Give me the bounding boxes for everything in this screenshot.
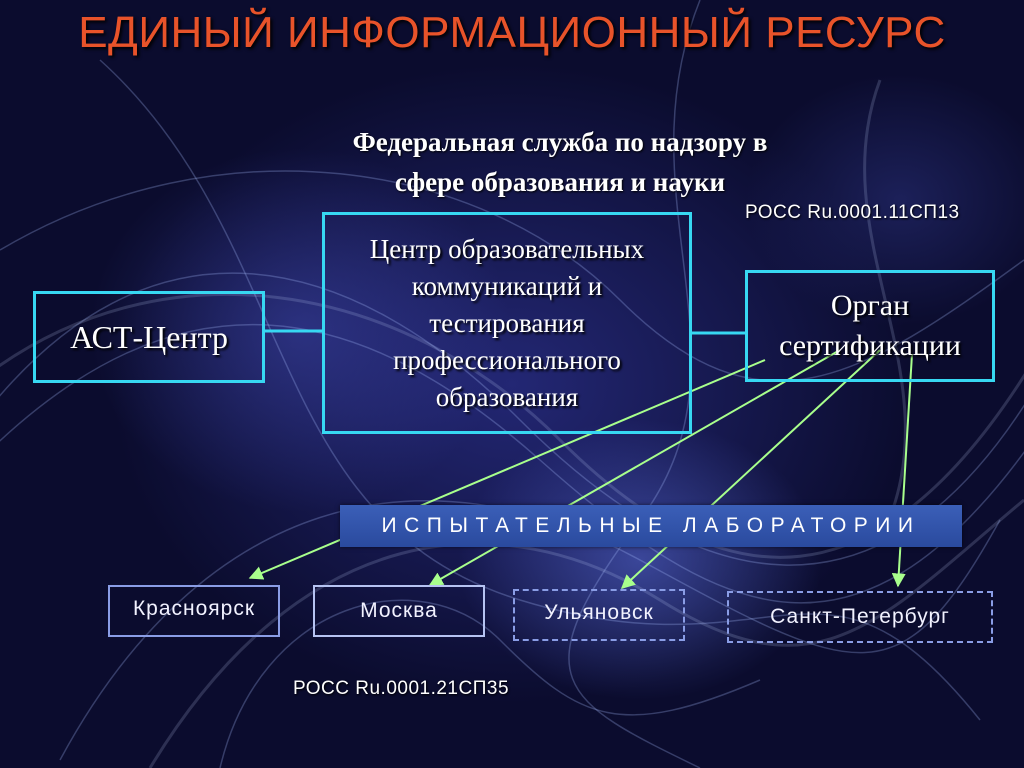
ast-center-label: АСТ-Центр [70,318,228,355]
ast-center-box: АСТ-Центр [33,291,265,383]
center-line-4: профессионального [393,344,621,375]
education-center-box: Центр образовательных коммуникаций и тес… [322,212,692,434]
city-box-krasnoyarsk: Красноярск [108,585,280,637]
city-box-saint-petersburg: Санкт-Петербург [727,591,993,643]
federal-service-line-1: Федеральная служба по надзору в [352,127,768,157]
center-line-2: коммуникаций и [411,270,603,301]
certification-body-box: Орган сертификации [745,270,995,382]
certificate-code-bottom: РОСС Ru.0001.21СП35 [293,678,510,699]
city-label: Красноярск [132,597,256,620]
city-label: Москва [360,599,438,622]
center-line-5: образования [435,381,579,412]
federal-service-heading: Федеральная служба по надзору в сфере об… [290,122,830,202]
testing-laboratories-banner: ИСПЫТАТЕЛЬНЫЕ ЛАБОРАТОРИИ [340,505,962,547]
city-box-moscow: Москва [313,585,485,637]
federal-service-line-2: сфере образования и науки [394,167,726,197]
city-box-ulyanovsk: Ульяновск [513,589,685,641]
city-label: Ульяновск [544,601,654,624]
certificate-code-top: РОСС Ru.0001.11СП13 [745,202,960,223]
certification-line-1: Орган [830,289,910,322]
center-line-3: тестирования [429,307,585,338]
city-label: Санкт-Петербург [770,605,950,628]
center-line-1: Центр образовательных [369,233,645,264]
page-title: ЕДИНЫЙ ИНФОРМАЦИОННЫЙ РЕСУРС [78,8,946,57]
certification-line-2: сертификации [779,329,961,362]
